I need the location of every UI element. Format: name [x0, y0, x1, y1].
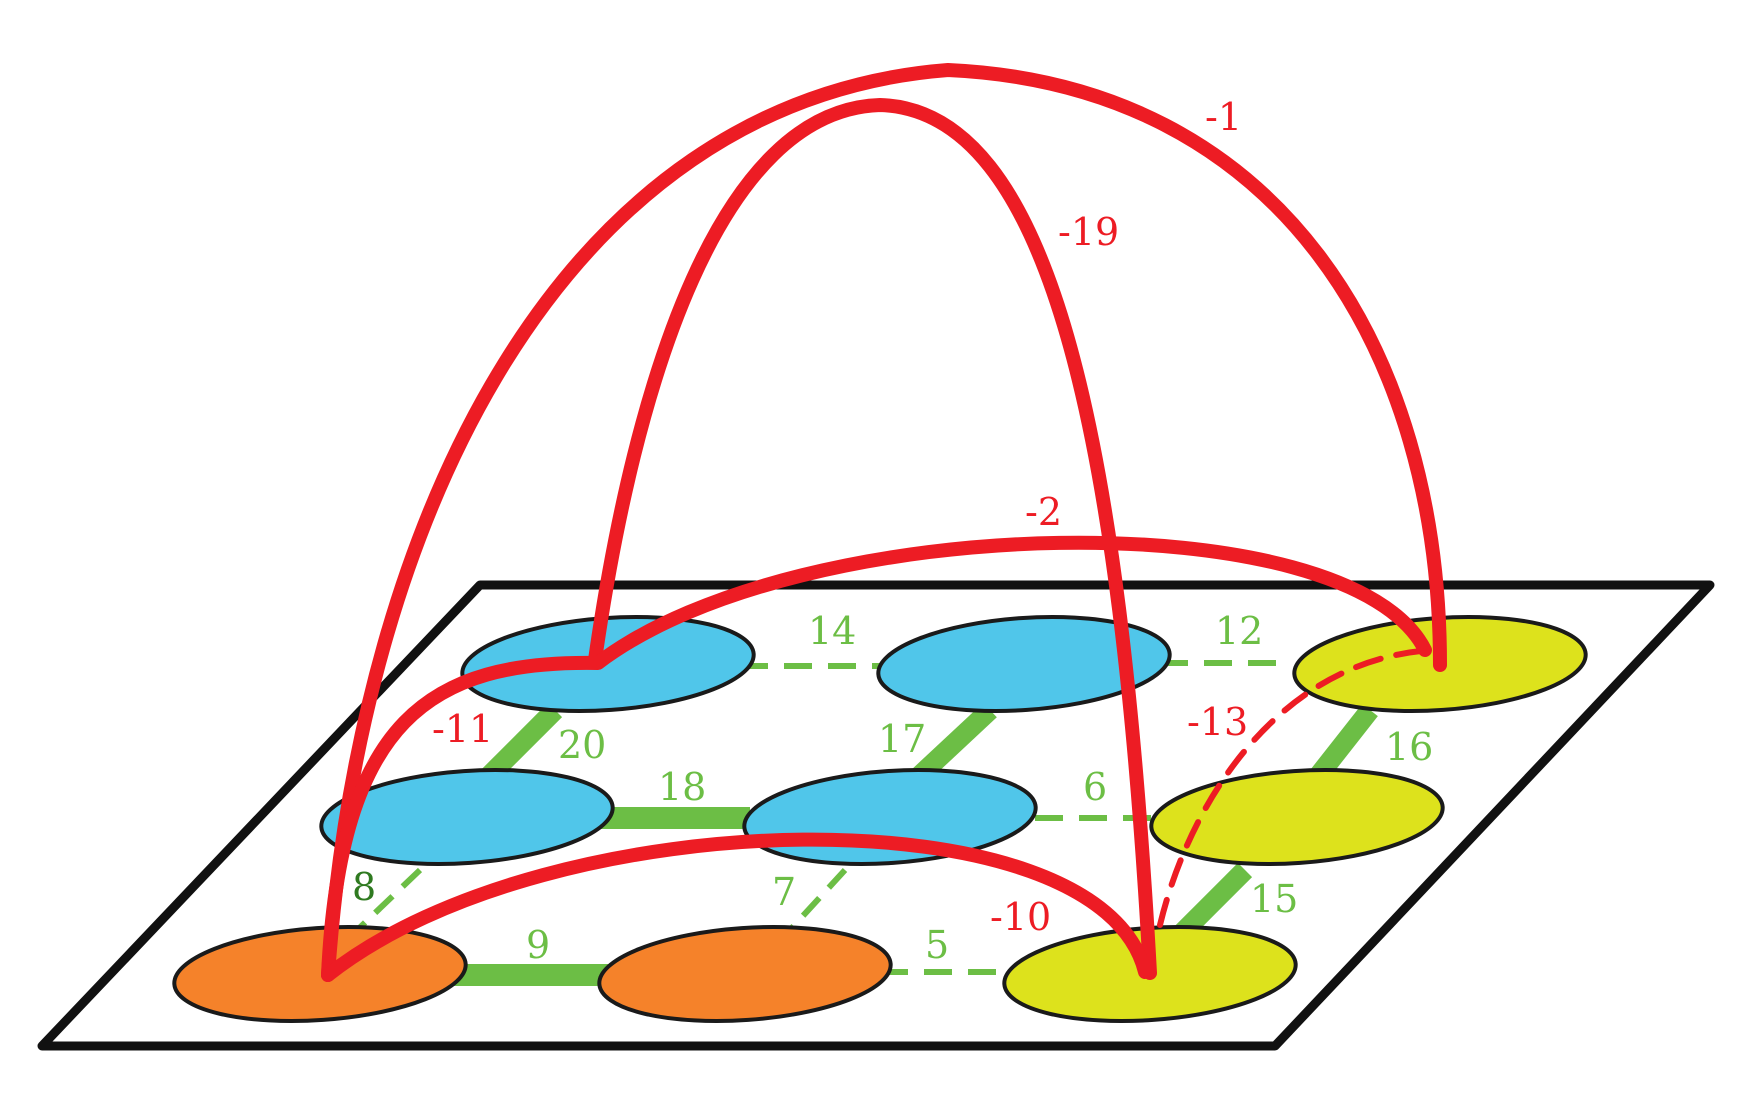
- label-edge-a2-a3: 12: [1215, 609, 1263, 653]
- label-edge-c1-c3: -10: [990, 895, 1051, 939]
- label-edge-b1-b2: 18: [658, 765, 706, 809]
- nodes: [172, 614, 1588, 1024]
- label-edge-c1-a3-low: -2: [1025, 490, 1062, 534]
- edge-labels: 14 12 20 17 16 18 6 8 7 15 9 5 -1 -19 -2…: [352, 95, 1433, 967]
- label-edge-c1-a1: -11: [432, 707, 493, 751]
- edge-a1-c3: [588, 98, 1157, 980]
- edge-b3-c3: [1172, 862, 1253, 943]
- label-edge-a1-b1: 20: [558, 723, 606, 767]
- label-edge-c1-c2: 9: [526, 923, 550, 967]
- label-edge-a2-b2: 17: [878, 717, 926, 761]
- node-c1: [172, 924, 468, 1024]
- negative-edges: [321, 63, 1447, 982]
- label-edge-a1-a2: 14: [808, 609, 856, 653]
- label-edge-c1-a3: -1: [1205, 95, 1242, 139]
- node-b1: [319, 767, 615, 867]
- edge-c1-c3: [321, 832, 1152, 982]
- edge-c1-a3: [321, 63, 1447, 982]
- label-edge-a1-c3: -19: [1058, 210, 1119, 254]
- label-edge-b1-c1: 8: [352, 865, 376, 909]
- edge-c1-a3-low: [321, 535, 1432, 982]
- label-edge-b3-c3: 15: [1250, 877, 1298, 921]
- label-edge-b2-c2: 7: [772, 870, 796, 914]
- node-b3: [1149, 767, 1445, 867]
- node-a2: [876, 614, 1172, 714]
- label-edge-a3-b3: 16: [1385, 725, 1433, 769]
- edge-b2-c2: [787, 867, 848, 933]
- label-edge-c2-c3: 5: [925, 923, 949, 967]
- label-edge-b2-b3: 6: [1083, 765, 1107, 809]
- edge-c3-a3: [1157, 647, 1435, 928]
- label-edge-c3-a3: -13: [1187, 700, 1248, 744]
- node-c2: [597, 924, 893, 1024]
- edge-b1-c1: [349, 867, 423, 938]
